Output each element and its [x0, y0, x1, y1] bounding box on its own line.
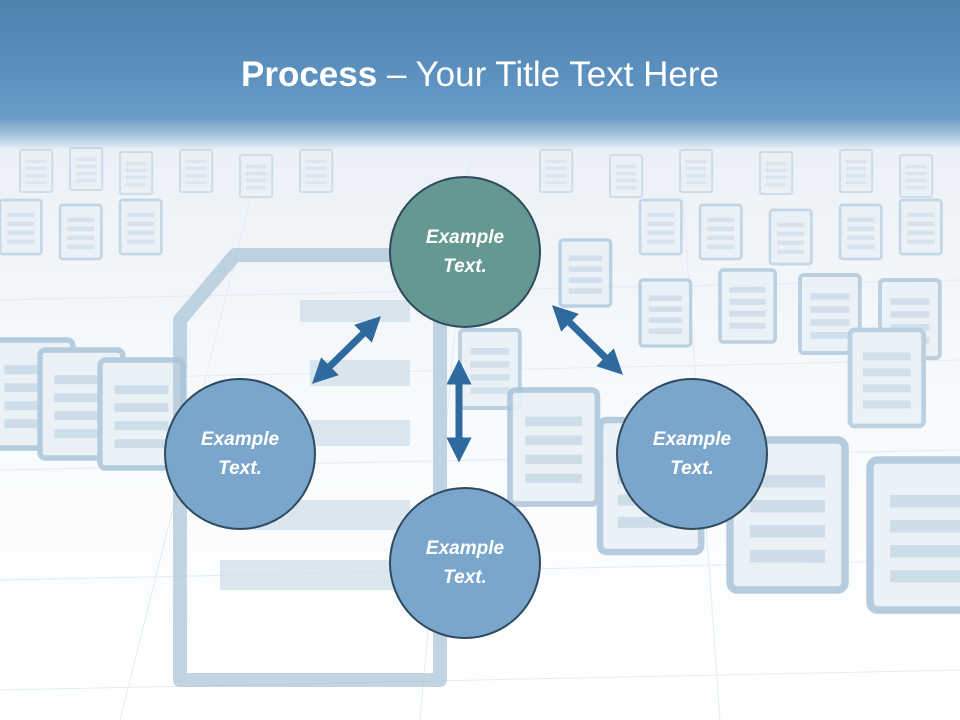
process-node-right[interactable]: Example Text. — [616, 378, 768, 530]
arrow-top-right — [552, 305, 623, 375]
slide-title: Process – Your Title Text Here — [0, 50, 960, 100]
process-node-top[interactable]: Example Text. — [389, 176, 541, 328]
process-node-bottom[interactable]: Example Text. — [389, 487, 541, 639]
title-bar — [0, 0, 960, 150]
title-rest: – Your Title Text Here — [377, 55, 719, 94]
arrow-top-left — [312, 316, 381, 384]
process-node-left[interactable]: Example Text. — [164, 378, 316, 530]
title-bold: Process — [241, 55, 378, 94]
